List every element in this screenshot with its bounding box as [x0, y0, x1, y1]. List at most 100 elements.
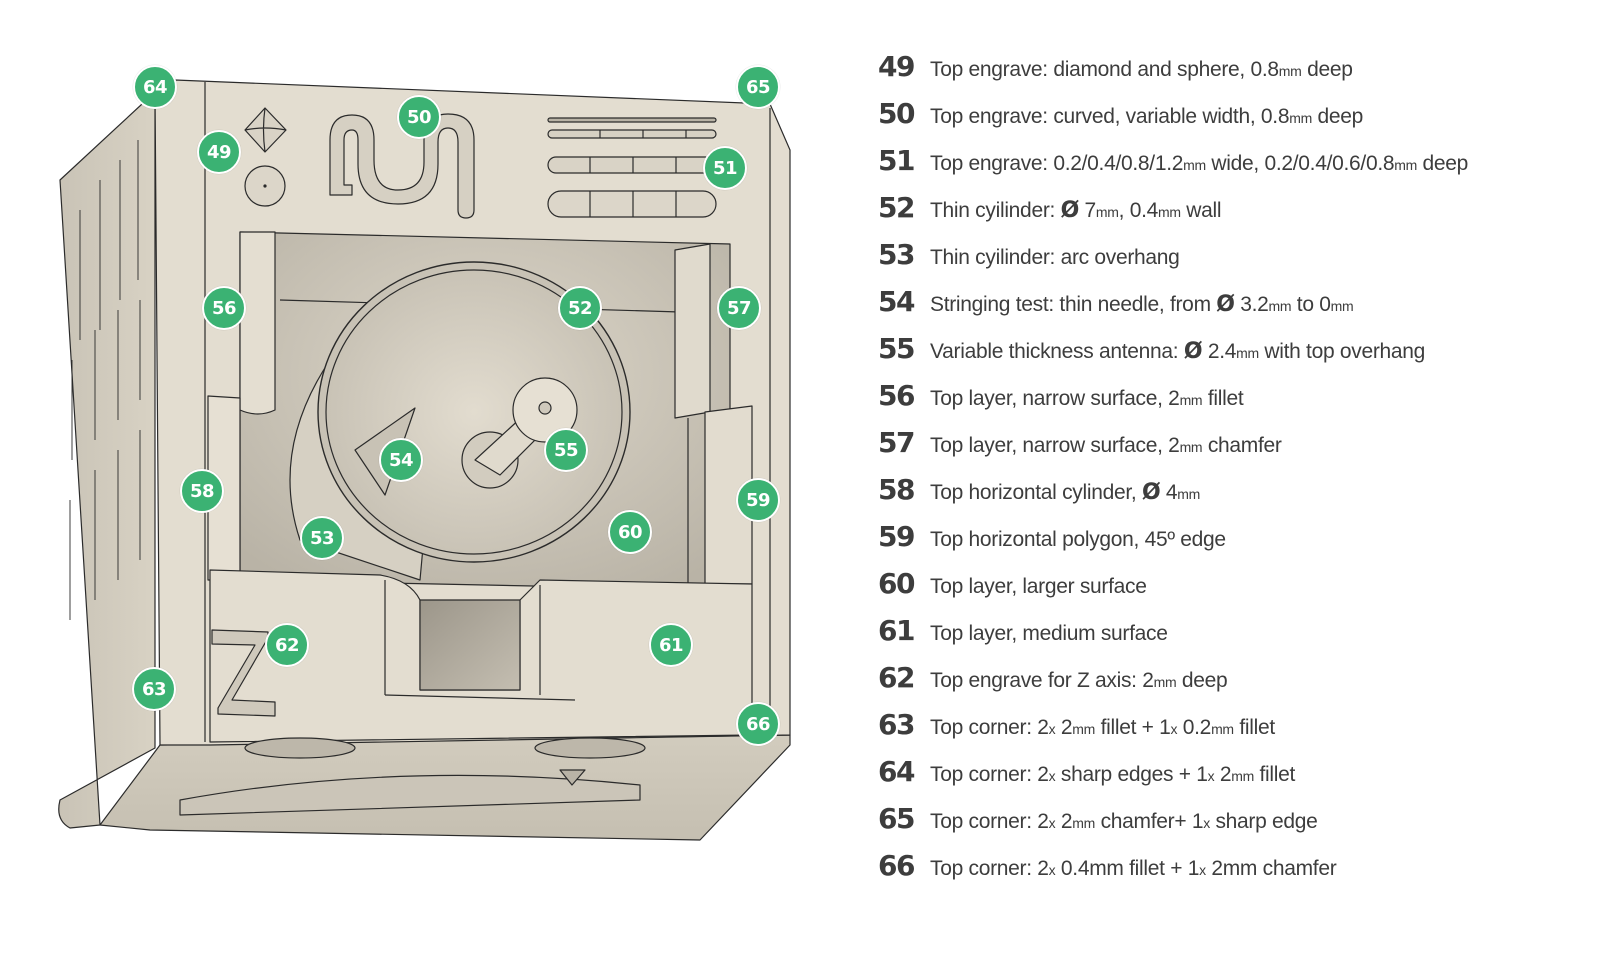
description-text: 2 — [1055, 810, 1073, 833]
unit-label: mm — [1268, 298, 1292, 314]
legend-number: 57 — [878, 426, 915, 459]
legend-description: Top engrave: curved, variable width, 0.8… — [930, 105, 1363, 129]
description-text: sharp edges + 1 — [1055, 763, 1208, 786]
callout-badge-66: 66 — [736, 702, 780, 746]
legend-number: 59 — [878, 520, 915, 553]
unit-label: mm — [1179, 439, 1203, 455]
unit-label: x — [1048, 768, 1056, 784]
callout-badge-57: 57 — [717, 286, 761, 330]
description-text: Top layer, larger surface — [930, 575, 1147, 598]
description-text: Top layer, narrow surface, 2 — [930, 387, 1180, 410]
description-text: wall — [1180, 199, 1222, 222]
unit-label: mm — [1236, 345, 1259, 361]
description-text: fillet — [1233, 716, 1275, 739]
description-text: Top layer, medium surface — [930, 622, 1168, 645]
callout-badge-52: 52 — [558, 286, 602, 330]
description-text: Top corner: 2 — [930, 810, 1049, 833]
unit-label: mm — [1231, 768, 1254, 784]
legend-number: 53 — [878, 238, 915, 271]
description-text: Top corner: 2 — [930, 716, 1049, 739]
diameter-icon: Ø — [1141, 480, 1161, 505]
legend-item-61: 61 Top layer, medium surface — [878, 614, 1578, 661]
description-text: , 0.4 — [1118, 199, 1159, 222]
legend-number: 66 — [878, 849, 915, 882]
legend-number: 61 — [878, 614, 915, 647]
description-text: deep — [1416, 152, 1469, 175]
description-text: sharp edge — [1209, 810, 1318, 833]
unit-label: mm — [1289, 110, 1312, 126]
callout-badge-53: 53 — [300, 516, 344, 560]
thin-cylinder — [317, 261, 631, 563]
description-text: Top engrave: curved, variable width, — [930, 105, 1261, 128]
legend-number: 49 — [878, 50, 915, 83]
legend-number: 60 — [878, 567, 915, 600]
unit-label: mm — [1394, 157, 1417, 173]
description-text: deep — [1176, 669, 1228, 692]
legend-description: Top corner: 2x sharp edges + 1x 2mm fill… — [930, 763, 1295, 787]
unit-label: x — [1048, 815, 1056, 831]
description-text: fillet + 1 — [1095, 716, 1171, 739]
description-text: Top corner: 2 — [930, 763, 1049, 786]
diameter-icon: Ø — [1183, 339, 1203, 364]
description-text: Variable thickness antenna: — [930, 340, 1184, 363]
description-text: 0.8 — [1250, 58, 1280, 81]
unit-label: mm — [1072, 721, 1096, 737]
description-text: 4 — [1160, 481, 1178, 504]
unit-label: x — [1199, 862, 1206, 878]
callout-badge-64: 64 — [133, 65, 177, 109]
unit-label: mm — [1177, 486, 1201, 502]
legend-number: 65 — [878, 802, 915, 835]
legend-description: Top layer, medium surface — [930, 622, 1168, 646]
legend-item-59: 59 Top horizontal polygon, 45º edge — [878, 520, 1578, 567]
legend-item-66: 66 Top corner: 2x 0.4mm fillet + 1x 2mm c… — [878, 849, 1578, 896]
cube-drawing — [58, 79, 791, 841]
unit-label: mm — [1095, 204, 1119, 220]
callout-badge-54: 54 — [379, 438, 423, 482]
callout-badge-61: 61 — [649, 623, 693, 667]
legend-description: Top engrave for Z axis: 2mm deep — [930, 669, 1228, 693]
description-text: 2mm chamfer — [1205, 857, 1337, 880]
legend-description: Top engrave: 0.2/0.4/0.8/1.2mm wide, 0.2… — [930, 152, 1468, 176]
legend-description: Top layer, larger surface — [930, 575, 1147, 599]
description-text: Top corner: 2 — [930, 857, 1049, 880]
description-text: chamfer — [1202, 434, 1282, 457]
legend-description: Top corner: 2x 0.4mm fillet + 1x 2mm cha… — [930, 857, 1337, 881]
callout-badge-58: 58 — [180, 469, 224, 513]
description-text: deep — [1311, 105, 1364, 128]
description-text: chamfer+ 1 — [1095, 810, 1204, 833]
legend-description: Top corner: 2x 2mm fillet + 1x 0.2mm fil… — [930, 716, 1275, 740]
description-text: Top layer, narrow surface, 2 — [930, 434, 1180, 457]
description-text: fillet — [1202, 387, 1244, 410]
legend-description: Thin cyilinder: Ø 7mm, 0.4mm wall — [930, 198, 1222, 223]
description-text: Stringing test: thin needle, from — [930, 293, 1217, 316]
unit-label: mm — [1330, 298, 1354, 314]
unit-label: x — [1203, 815, 1210, 831]
description-text: 0.8 — [1260, 105, 1290, 128]
callout-badge-62: 62 — [265, 623, 309, 667]
legend-item-53: 53 Thin cyilinder: arc overhang — [878, 238, 1578, 285]
description-text: with top overhang — [1258, 340, 1426, 363]
unit-label: x — [1048, 862, 1056, 878]
callout-badge-59: 59 — [736, 478, 780, 522]
unit-label: mm — [1179, 392, 1203, 408]
legend-number: 64 — [878, 755, 915, 788]
description-text: 3.2 — [1234, 293, 1269, 316]
legend-number: 54 — [878, 285, 915, 318]
description-text: Thin cyilinder: — [930, 199, 1061, 222]
legend-description: Stringing test: thin needle, from Ø 3.2m… — [930, 292, 1354, 317]
description-text: 2.4 — [1202, 340, 1237, 363]
legend-description: Top horizontal polygon, 45º edge — [930, 528, 1226, 552]
legend-item-64: 64 Top corner: 2x sharp edges + 1x 2mm fi… — [878, 755, 1578, 802]
unit-label: mm — [1072, 815, 1096, 831]
callout-badge-65: 65 — [736, 65, 780, 109]
unit-label: mm — [1183, 157, 1206, 173]
callout-badge-63: 63 — [132, 667, 176, 711]
description-text: Top engrave for Z axis: 2 — [930, 669, 1154, 692]
legend-description: Top layer, narrow surface, 2mm fillet — [930, 387, 1244, 411]
description-text: Thin cyilinder: arc overhang — [930, 246, 1180, 269]
callout-badge-55: 55 — [544, 428, 588, 472]
